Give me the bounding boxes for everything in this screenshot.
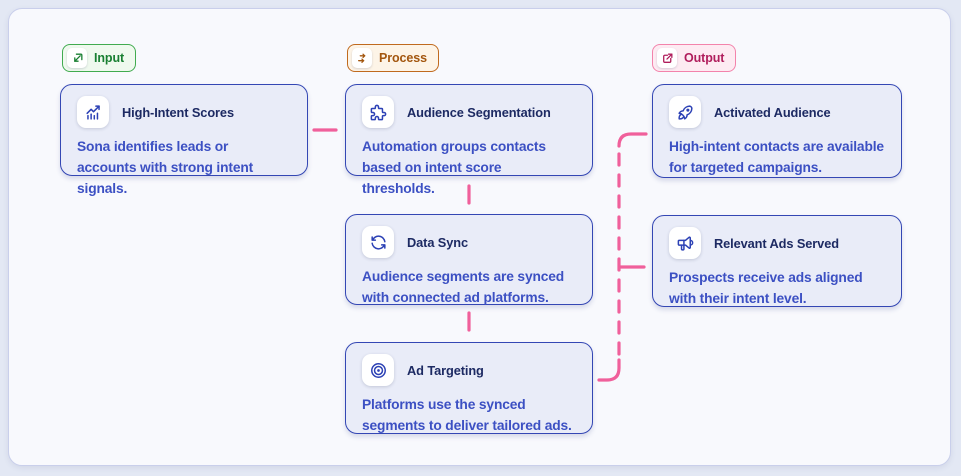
icon-tile bbox=[657, 48, 677, 68]
card-title: Relevant Ads Served bbox=[714, 235, 839, 251]
card-head: Audience Segmentation bbox=[362, 96, 576, 128]
card-title: High-Intent Scores bbox=[122, 104, 234, 120]
card-title: Audience Segmentation bbox=[407, 104, 551, 120]
external-link-icon bbox=[662, 53, 672, 63]
card-body: Platforms use the synced segments to del… bbox=[362, 397, 572, 433]
rocket-icon bbox=[677, 104, 693, 120]
icon-tile bbox=[669, 227, 701, 259]
card-body: Audience segments are synced with connec… bbox=[362, 269, 565, 305]
card-title: Data Sync bbox=[407, 234, 468, 250]
card-title: Activated Audience bbox=[714, 104, 831, 120]
card-head: Ad Targeting bbox=[362, 354, 576, 386]
icon-tile bbox=[77, 96, 109, 128]
card-head: High-Intent Scores bbox=[77, 96, 291, 128]
target-icon bbox=[370, 362, 386, 378]
card-body: High-intent contacts are available for t… bbox=[669, 139, 884, 175]
card-title: Ad Targeting bbox=[407, 362, 484, 378]
icon-tile bbox=[362, 96, 394, 128]
icon-tile bbox=[67, 48, 87, 68]
transfer-arrows-icon bbox=[357, 53, 365, 63]
card-head: Relevant Ads Served bbox=[669, 227, 885, 259]
icon-tile bbox=[669, 96, 701, 128]
badge-label: Process bbox=[379, 51, 427, 65]
badge-process: Process bbox=[347, 44, 439, 72]
import-icon bbox=[73, 53, 82, 62]
icon-tile bbox=[362, 354, 394, 386]
icon-tile bbox=[352, 48, 372, 68]
chart-trending-icon bbox=[85, 104, 100, 120]
card-body: Automation groups contacts based on inte… bbox=[362, 139, 546, 196]
card-audience-segmentation: Audience Segmentation Automation groups … bbox=[345, 84, 593, 196]
badge-output: Output bbox=[652, 44, 737, 72]
card-head: Activated Audience bbox=[669, 96, 885, 128]
badge-label: Input bbox=[94, 51, 125, 65]
badge-label: Output bbox=[684, 51, 725, 65]
card-high-intent-scores: High-Intent Scores Sona identifies leads… bbox=[60, 84, 308, 196]
icon-tile bbox=[362, 226, 394, 258]
badge-input: Input bbox=[62, 44, 137, 72]
card-head: Data Sync bbox=[362, 226, 576, 258]
refresh-sync-icon bbox=[370, 234, 386, 250]
card-ad-targeting: Ad Targeting Platforms use the synced se… bbox=[345, 342, 593, 434]
puzzle-icon bbox=[370, 104, 386, 120]
card-body: Sona identifies leads or accounts with s… bbox=[77, 139, 254, 196]
card-activated-audience: Activated Audience High-intent contacts … bbox=[652, 84, 902, 178]
card-relevant-ads-served: Relevant Ads Served Prospects receive ad… bbox=[652, 215, 902, 307]
card-data-sync: Data Sync Audience segments are synced w… bbox=[345, 214, 593, 305]
card-body: Prospects receive ads aligned with their… bbox=[669, 270, 863, 306]
megaphone-icon bbox=[677, 235, 693, 251]
